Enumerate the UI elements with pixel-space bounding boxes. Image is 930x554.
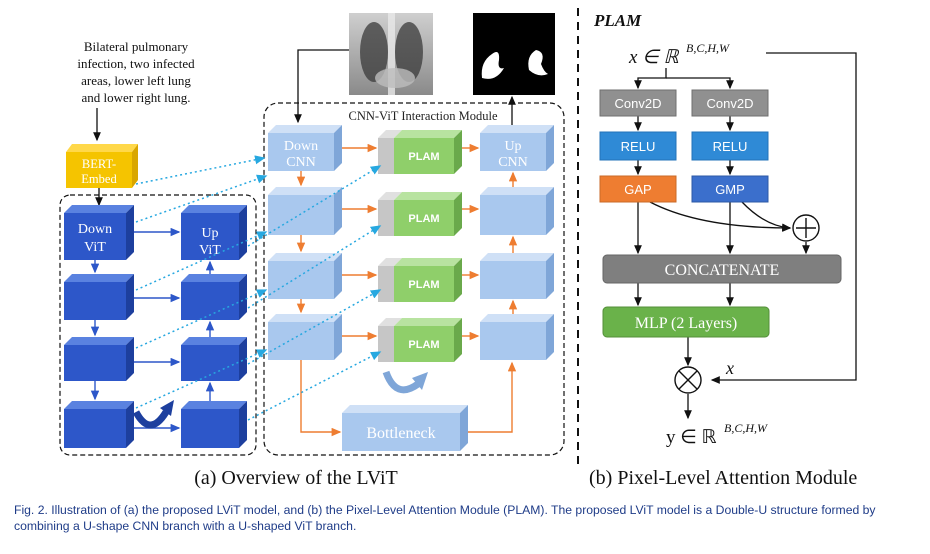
figure-caption: Fig. 2. Illustration of (a) the proposed…: [14, 502, 919, 534]
concatenate-label: CONCATENATE: [665, 262, 780, 279]
plam-unit-2: PLAM: [378, 192, 462, 236]
segmentation-mask-image: [473, 13, 555, 95]
lvit-figure: Bilateral pulmonary infection, two infec…: [59, 8, 857, 489]
bottleneck-block: Bottleneck: [342, 405, 468, 451]
gap-label: GAP: [624, 182, 651, 197]
gmp-box: GMP: [691, 175, 769, 203]
vit-down-block-2: [64, 274, 134, 320]
relu-right: RELU: [691, 131, 769, 161]
annotation-text: Bilateral pulmonary infection, two infec…: [77, 39, 195, 105]
plam-label-1: PLAM: [408, 151, 439, 163]
cnn-up-block-3: [480, 253, 554, 299]
cnn-up-label-1: Up: [504, 139, 521, 154]
input-expr-text: x ∈ ℝ: [628, 47, 679, 68]
cnn-arrows: [296, 143, 518, 437]
relu-left-label: RELU: [621, 139, 656, 154]
conv2d-left: Conv2D: [599, 89, 677, 117]
gap-box: GAP: [599, 175, 677, 203]
plam-label-4: PLAM: [408, 339, 439, 351]
plus-circle-icon: [792, 214, 820, 242]
vit-up-column: Up ViT: [181, 205, 247, 448]
vit-down-block-1: Down ViT: [64, 205, 134, 260]
vit-down-label-1: Down: [78, 222, 112, 237]
gmp-label: GMP: [715, 182, 745, 197]
vit-up-label-2: ViT: [199, 243, 221, 258]
vit-up-block-4: [181, 401, 247, 448]
caption-a: (a) Overview of the LViT: [194, 467, 398, 489]
mlp-box: MLP (2 Layers): [602, 306, 770, 338]
caption-lead: Fig. 2. Illustration of: [14, 503, 124, 517]
vit-down-block-4: [64, 401, 134, 448]
output-expr-sup: B,C,H,W: [724, 421, 768, 435]
conv2d-right: Conv2D: [691, 89, 769, 117]
bert-embed-box: BERT- Embed: [66, 144, 138, 188]
vit-down-block-3: [64, 337, 134, 381]
caption-rest: the Pixel-Level Attention Module (PLAM).…: [14, 503, 876, 533]
cnn-down-column: Down CNN: [268, 125, 342, 360]
chest-xray-image: [349, 13, 433, 95]
bert-label-2: Embed: [81, 172, 117, 186]
plam-units: PLAM PLAM PLAM PLAM: [378, 130, 462, 362]
caption-link-a[interactable]: (a): [123, 503, 139, 517]
cnn-up-label-2: CNN: [498, 155, 528, 170]
cnn-up-block-1: Up CNN: [480, 125, 554, 171]
vit-down-column: Down ViT: [64, 205, 134, 448]
vit-up-block-1: Up ViT: [181, 205, 247, 260]
caption-mid: the proposed LViT model, and: [138, 503, 308, 517]
output-expression: y ∈ ℝ B,C,H,W: [666, 421, 768, 448]
caption-b: (b) Pixel-Level Attention Module: [589, 467, 857, 489]
bottleneck-label: Bottleneck: [366, 425, 435, 442]
vit-branch-region: [59, 194, 257, 456]
conv2d-right-label: Conv2D: [707, 96, 754, 111]
annotation-line-4: and lower right lung.: [81, 90, 190, 105]
relu-left: RELU: [599, 131, 677, 161]
bert-label-1: BERT-: [82, 157, 116, 171]
plam-label-3: PLAM: [408, 279, 439, 291]
cnn-vit-interaction-region: [263, 102, 565, 456]
cnn-up-block-2: [480, 187, 554, 235]
cnn-up-block-4: [480, 314, 554, 360]
plam-arrows: [634, 52, 857, 420]
caption-link-b[interactable]: (b): [307, 503, 323, 517]
cnn-up-column: Up CNN: [480, 125, 554, 360]
annotation-line-1: Bilateral pulmonary: [84, 39, 189, 54]
plam-label-2: PLAM: [408, 213, 439, 225]
annotation-line-3: areas, lower left lung: [81, 73, 191, 88]
conv2d-left-label: Conv2D: [615, 96, 662, 111]
times-circle-icon: [674, 366, 702, 394]
cross-branch-arrows: [135, 155, 382, 421]
plam-unit-1: PLAM: [378, 130, 462, 174]
cnn-down-label-2: CNN: [286, 155, 316, 170]
plam-title: PLAM: [593, 11, 642, 30]
cnn-down-block-4: [268, 314, 342, 360]
vit-up-block-2: [181, 274, 247, 320]
cnn-down-label-1: Down: [284, 139, 318, 154]
mlp-label: MLP (2 Layers): [635, 315, 738, 332]
plam-unit-3: PLAM: [378, 258, 462, 302]
cnn-down-block-3: [268, 253, 342, 299]
plam-curved-arrow-icon: [382, 370, 421, 394]
vit-up-label-1: Up: [201, 226, 218, 241]
x-skip-label: x: [725, 358, 734, 378]
input-expr-sup: B,C,H,W: [686, 41, 730, 55]
concatenate-box: CONCATENATE: [602, 254, 842, 284]
module-title: CNN-ViT Interaction Module: [349, 109, 498, 123]
input-expression: x ∈ ℝ B,C,H,W: [628, 41, 730, 68]
cnn-down-block-1: Down CNN: [268, 125, 342, 171]
vit-down-label-2: ViT: [84, 240, 106, 255]
cnn-down-block-2: [268, 187, 342, 235]
curved-skip-arrow-icon: [132, 410, 169, 429]
vit-arrows: [90, 227, 215, 433]
vit-up-block-3: [181, 337, 247, 381]
relu-right-label: RELU: [713, 139, 748, 154]
annotation-line-2: infection, two infected: [77, 56, 195, 71]
output-expr-text: y ∈ ℝ: [666, 427, 717, 448]
plam-unit-4: PLAM: [378, 318, 462, 362]
